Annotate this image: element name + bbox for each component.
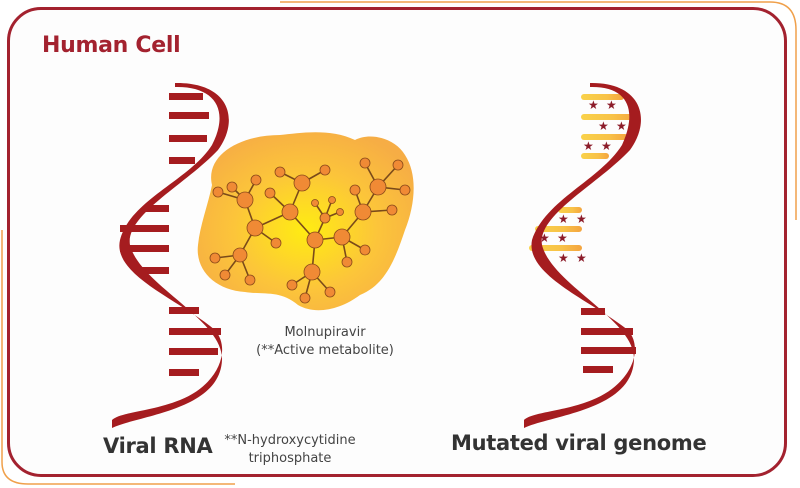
- drug-label: Molnupiravir (**Active metabolite): [230, 324, 420, 360]
- footnote-line-2: triphosphate: [248, 451, 332, 466]
- drug-name: Molnupiravir: [284, 325, 366, 340]
- viral-rna-label: Viral RNA: [103, 434, 213, 458]
- star-icon: ★: [576, 212, 587, 226]
- star-icon: ★: [539, 231, 550, 245]
- star-icon: ★: [598, 119, 609, 133]
- star-icon: ★: [558, 251, 569, 265]
- drug-note: (**Active metabolite): [256, 343, 394, 358]
- star-icon: ★: [558, 212, 569, 226]
- rna-helix-icon: [112, 82, 229, 429]
- star-icon: ★: [588, 98, 599, 112]
- footnote: **N-hydroxycytidine triphosphate: [200, 432, 380, 468]
- mutated-helix-icon: ★ ★ ★ ★ ★ ★ ★ ★ ★ ★ ★ ★: [524, 82, 641, 429]
- star-icon: ★: [601, 139, 612, 153]
- star-icon: ★: [557, 231, 568, 245]
- diagram-title: Human Cell: [42, 33, 181, 58]
- star-icon: ★: [576, 251, 587, 265]
- star-icon: ★: [616, 119, 627, 133]
- star-icon: ★: [583, 139, 594, 153]
- footnote-line-1: **N-hydroxycytidine: [224, 433, 356, 448]
- star-icon: ★: [606, 98, 617, 112]
- mutated-genome-label: Mutated viral genome: [451, 431, 707, 455]
- molecule-icon: [197, 132, 414, 311]
